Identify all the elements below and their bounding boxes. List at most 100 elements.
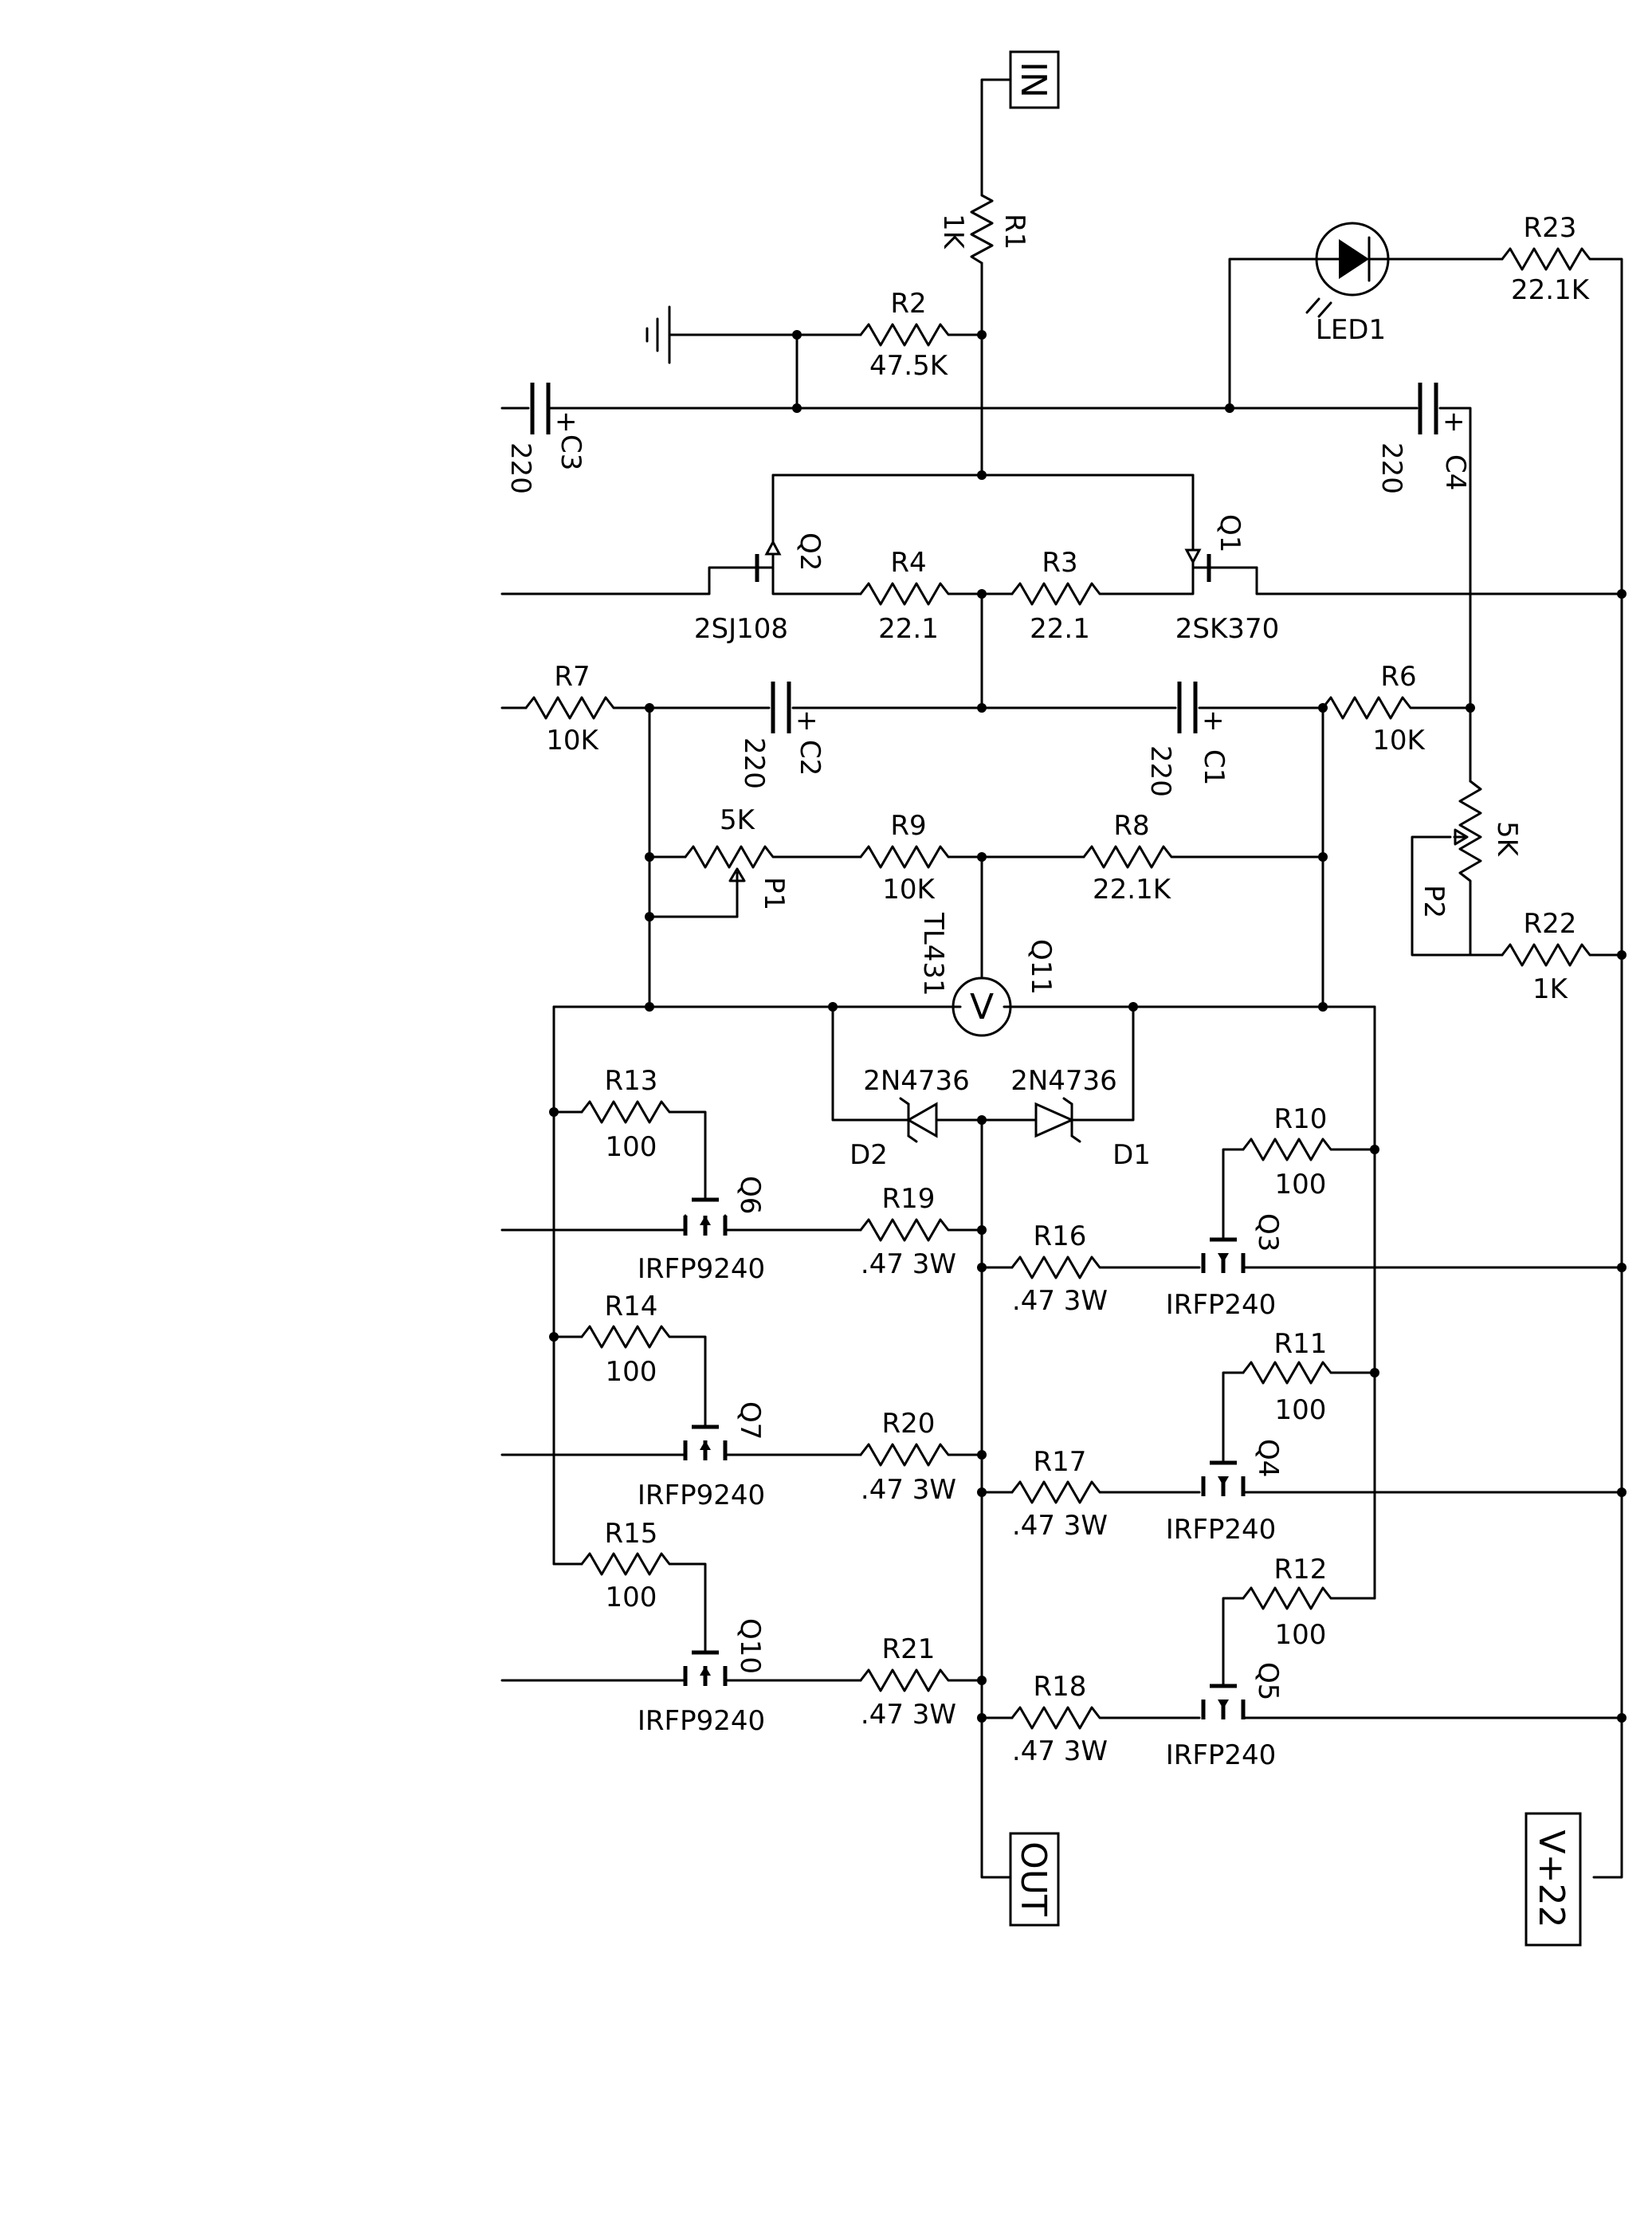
resistor-r1: R1 1K <box>937 194 1030 265</box>
resistor-r23: R23 22.1K <box>1501 212 1599 306</box>
q4-part: IRFP240 <box>1166 1514 1277 1546</box>
r23-value: 22.1K <box>1511 274 1591 306</box>
ground-symbol <box>645 305 671 364</box>
r19-name: R19 <box>882 1183 936 1215</box>
pot-p2: 5K P2 <box>1418 780 1523 918</box>
r13-name: R13 <box>605 1065 658 1097</box>
q5-name: Q5 <box>1252 1662 1284 1700</box>
q11-symbol: V <box>970 987 994 1028</box>
c2-value: 220 <box>738 737 770 789</box>
led1-name: LED1 <box>1316 314 1386 346</box>
q7-part: IRFP9240 <box>638 1479 765 1511</box>
q4-name: Q4 <box>1252 1439 1284 1477</box>
r7-value: 10K <box>546 725 599 756</box>
transistor-q6: Q6 IRFP9240 <box>638 1176 766 1285</box>
resistor-r13: R13 100 <box>580 1065 679 1163</box>
p1-value: 5K <box>720 804 756 836</box>
resistor-r16: R16 .47 3W <box>1010 1220 1109 1317</box>
c2-plus: + <box>795 705 818 737</box>
r9-name: R9 <box>890 810 926 842</box>
capacitor-c4: + C4 220 <box>1375 383 1471 494</box>
c1-name: C1 <box>1198 749 1230 785</box>
d1-part: 2N4736 <box>1010 1065 1117 1097</box>
q2-name: Q2 <box>794 532 826 571</box>
r20-name: R20 <box>882 1408 936 1440</box>
led1: LED1 <box>1305 222 1392 346</box>
q2-part: 2SJ108 <box>694 613 788 645</box>
r14-value: 100 <box>606 1356 657 1388</box>
resistor-r12: R12 100 <box>1242 1554 1356 1651</box>
r11-name: R11 <box>1274 1328 1328 1360</box>
port-out: OUT <box>1009 1832 1060 1927</box>
q3-name: Q3 <box>1252 1213 1284 1252</box>
resistor-r4: R4 22.1 <box>859 547 958 645</box>
transistor-q5: Q5 IRFP240 <box>1166 1662 1284 1771</box>
c3-value: 220 <box>504 442 536 494</box>
transistor-q1: Q1 2SK370 <box>1175 514 1279 645</box>
r20-value: .47 3W <box>861 1474 956 1506</box>
p2-name: P2 <box>1418 885 1450 918</box>
r1-name: R1 <box>999 214 1030 250</box>
resistor-r19: R19 .47 3W <box>859 1183 958 1280</box>
resistor-r10: R10 100 <box>1242 1103 1356 1200</box>
capacitor-c1: + C1 220 <box>1144 682 1230 797</box>
q10-name: Q10 <box>734 1618 766 1674</box>
r7-name: R7 <box>554 661 590 693</box>
r23-name: R23 <box>1524 212 1577 244</box>
capacitor-c3: + C3 220 <box>504 383 587 494</box>
r8-value: 22.1K <box>1093 874 1172 906</box>
r15-value: 100 <box>606 1582 657 1613</box>
port-vplus-label: V+22 <box>1531 1830 1572 1928</box>
q10-part: IRFP9240 <box>638 1705 765 1737</box>
r12-name: R12 <box>1274 1554 1328 1586</box>
d2-part: 2N4736 <box>863 1065 970 1097</box>
diode-d1: 2N4736 D1 <box>1010 1065 1151 1171</box>
pot-p1: 5K P1 <box>684 804 791 918</box>
r11-value: 100 <box>1275 1394 1327 1426</box>
r17-name: R17 <box>1034 1446 1087 1478</box>
d1-name: D1 <box>1112 1139 1151 1171</box>
resistor-r11: R11 100 <box>1242 1328 1356 1426</box>
c4-name: C4 <box>1439 454 1471 490</box>
q11-part: TL431 <box>917 912 949 996</box>
r4-value: 22.1 <box>878 613 939 645</box>
resistor-r6: R6 10K <box>1321 661 1426 756</box>
r2-name: R2 <box>890 288 926 320</box>
r10-name: R10 <box>1274 1103 1328 1135</box>
c2-name: C2 <box>794 740 826 776</box>
q11-name: Q11 <box>1025 939 1057 995</box>
resistor-r15: R15 100 <box>580 1518 679 1613</box>
r6-name: R6 <box>1380 661 1416 693</box>
r6-value: 10K <box>1372 725 1426 756</box>
resistor-r14: R14 100 <box>580 1291 679 1388</box>
r3-value: 22.1 <box>1030 613 1090 645</box>
q3-part: IRFP240 <box>1166 1289 1277 1321</box>
resistor-r8: R8 22.1K <box>1082 810 1181 906</box>
port-in-label: IN <box>1013 61 1054 98</box>
c4-value: 220 <box>1375 442 1407 494</box>
port-in: IN <box>1009 50 1060 109</box>
c1-plus: + <box>1202 705 1225 737</box>
c3-name: C3 <box>555 434 587 470</box>
resistor-r17: R17 .47 3W <box>1010 1446 1109 1542</box>
transistor-q4: Q4 IRFP240 <box>1166 1439 1284 1546</box>
transistor-q3: Q3 IRFP240 <box>1166 1213 1284 1321</box>
r1-value: 1K <box>937 214 969 250</box>
q7-name: Q7 <box>734 1401 766 1440</box>
c4-plus: + <box>1442 406 1466 438</box>
q1-name: Q1 <box>1214 514 1246 552</box>
r17-value: .47 3W <box>1012 1510 1108 1542</box>
r16-name: R16 <box>1034 1220 1087 1252</box>
resistor-r7: R7 10K <box>524 661 623 756</box>
resistor-r9: R9 10K <box>859 810 958 906</box>
r14-name: R14 <box>605 1291 658 1322</box>
p1-name: P1 <box>758 877 790 910</box>
d2-name: D2 <box>850 1139 888 1171</box>
port-out-label: OUT <box>1013 1841 1054 1916</box>
r18-name: R18 <box>1034 1671 1087 1703</box>
r22-name: R22 <box>1524 908 1577 940</box>
r12-value: 100 <box>1275 1619 1327 1651</box>
r9-value: 10K <box>882 874 936 906</box>
r21-value: .47 3W <box>861 1699 956 1731</box>
